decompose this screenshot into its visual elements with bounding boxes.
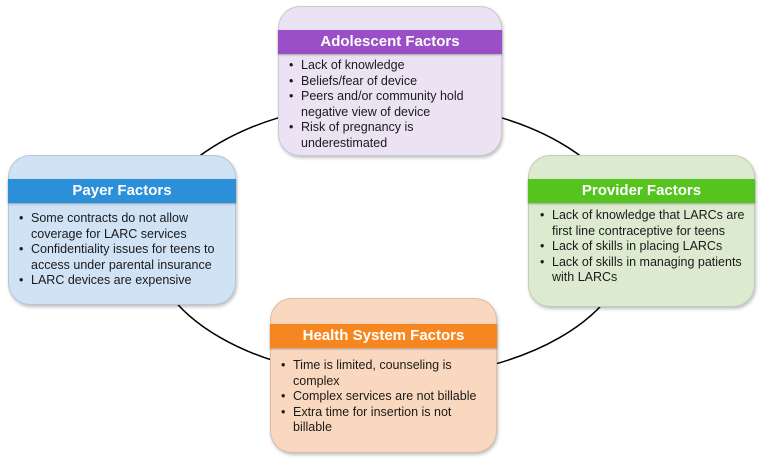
list-item: Beliefs/fear of device	[289, 74, 494, 90]
health-system-factors-list: Time is limited, counseling is complex C…	[281, 358, 493, 436]
list-item: Lack of skills in managing patients with…	[540, 255, 752, 286]
list-item: Peers and/or community hold negative vie…	[289, 89, 494, 120]
adolescent-factors-list: Lack of knowledge Beliefs/fear of device…	[289, 58, 494, 151]
list-item: LARC devices are expensive	[19, 273, 231, 289]
provider-factors-title: Provider Factors	[528, 179, 755, 203]
payer-factors-list: Some contracts do not allow coverage for…	[19, 211, 231, 289]
list-item: Confidentiality issues for teens to acce…	[19, 242, 231, 273]
list-item: Some contracts do not allow coverage for…	[19, 211, 231, 242]
list-item: Time is limited, counseling is complex	[281, 358, 493, 389]
adolescent-factors-title: Adolescent Factors	[278, 30, 502, 54]
list-item: Extra time for insertion is not billable	[281, 405, 493, 436]
list-item: Lack of knowledge	[289, 58, 494, 74]
list-item: Lack of skills in placing LARCs	[540, 239, 752, 255]
list-item: Risk of pregnancy is underestimated	[289, 120, 494, 151]
provider-factors-list: Lack of knowledge that LARCs are first l…	[540, 208, 752, 286]
list-item: Complex services are not billable	[281, 389, 493, 405]
payer-factors-title: Payer Factors	[8, 179, 236, 203]
list-item: Lack of knowledge that LARCs are first l…	[540, 208, 752, 239]
health-system-factors-title: Health System Factors	[270, 324, 497, 348]
